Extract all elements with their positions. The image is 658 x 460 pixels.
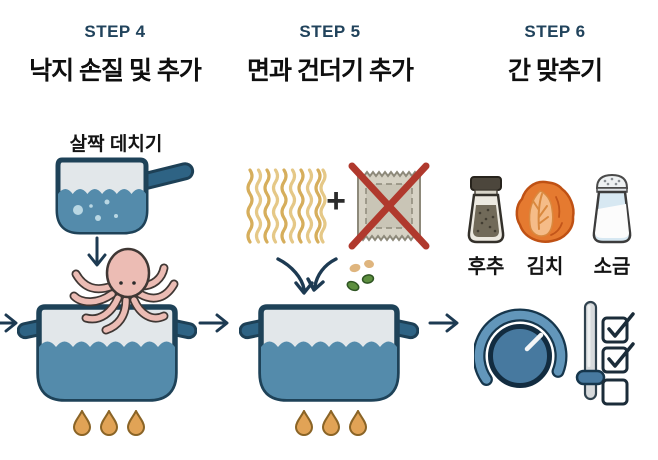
red-cross-icon [348,162,430,250]
kimchi-cabbage-icon [512,177,578,248]
pepper-label: 후추 [467,256,505,278]
pot-water [39,341,175,399]
heat-knob-icon [474,301,570,402]
checkbox-check-2 [607,342,635,368]
checkbox-1 [601,316,629,344]
salt-shaker-icon [587,171,637,248]
octopus-eyes [119,281,136,285]
step6-label: STEP 6 [524,22,586,41]
pot-step4-icon [17,301,197,409]
plus-sign: + [326,182,346,220]
slider-handle [575,369,606,386]
level-slider-icon [574,299,607,405]
kimchi-label: 김치 [526,256,564,278]
crossed-soup-packet-icon [348,160,430,252]
dried-flakes-icon [346,259,375,292]
water-bubbles [73,199,118,221]
step4-header: STEP 4 낙지 손질 및 추가 [5,22,225,87]
checkbox-2 [601,346,629,374]
down-arrow-icon [86,236,108,272]
checkbox-3 [601,378,629,406]
salt-label: 소금 [593,256,631,278]
pot-step5-icon [239,301,419,409]
noodle-block-icon [245,167,327,247]
step5-header: STEP 5 면과 건더기 추가 [225,22,435,87]
pepper-cap [470,176,502,191]
add-arrows-and-flakes [272,256,378,302]
knob-arc [474,310,566,384]
step5-label: STEP 5 [299,22,361,41]
curved-arrow-right-icon [306,257,338,292]
step5-title: 면과 건더기 추가 [247,57,414,85]
incoming-arrow-icon [0,312,21,334]
salt-contents [595,204,629,238]
step4-label: STEP 4 [84,22,146,41]
pepper-shaker-icon [462,175,510,247]
knob-indicator [524,332,544,352]
step4-title: 낙지 손질 및 추가 [29,57,202,85]
saucepan-icon [46,152,202,254]
kimchi-veins [532,193,549,230]
pot-water [261,341,397,399]
salt-cap [595,173,629,189]
saucepan-water [58,189,146,232]
octopus-head [105,247,151,299]
curved-arrow-left-icon [276,257,314,295]
checklist-icon [599,306,637,410]
flames-step4-icon [69,410,149,437]
checkbox-check-1 [607,312,635,338]
octopus-icon [68,246,186,338]
flames-step5-icon [291,410,371,437]
blanch-caption: 살짝 데치기 [69,134,163,155]
step6-header: STEP 6 간 맞추기 [450,22,658,87]
arrow-step5-to-step6-icon [428,312,462,334]
arrow-step4-to-step5-icon [198,312,232,334]
step6-title: 간 맞추기 [508,57,603,85]
